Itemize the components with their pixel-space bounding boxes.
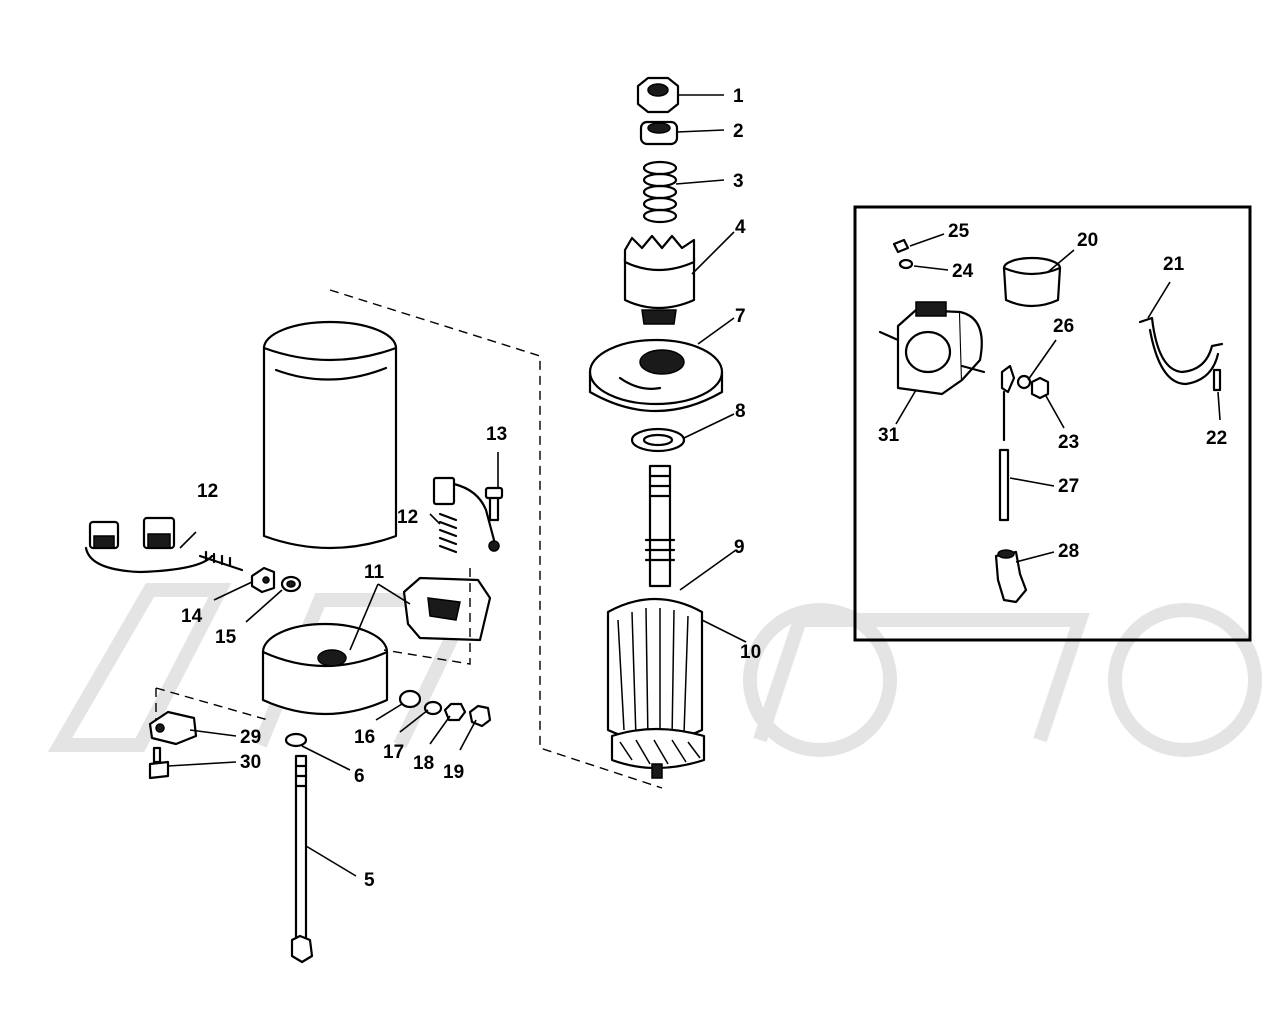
callout-11: 11 [364,562,385,583]
callout-1: 1 [733,86,744,107]
assembly-line-bolt [155,687,269,721]
callout-27: 27 [1058,476,1079,497]
callout-25: 25 [948,221,970,242]
washer-part-8 [630,427,686,453]
armature-part-9-10 [606,464,706,779]
callout-30: 30 [240,752,261,773]
boot-part-28 [994,549,1028,604]
callout-12-left: 12 [197,481,218,502]
callout-26: 26 [1053,316,1074,337]
pinion-drive-part-4 [623,234,696,325]
callout-17: 17 [383,742,404,763]
solenoid-inset-frame [853,205,1252,642]
callout-2: 2 [733,121,744,142]
callout-7: 7 [735,306,746,327]
callout-10: 10 [740,642,761,663]
terminal-block-part-14 [250,566,276,594]
assembly-line-left [329,289,663,789]
nut-part-23 [1030,376,1050,400]
screw-part-22 [1212,368,1222,392]
callout-31: 31 [878,425,900,446]
callout-12-right: 12 [397,507,418,528]
callout-3: 3 [733,171,744,192]
callout-19: 19 [443,762,464,783]
spring-part-3 [642,160,678,224]
callout-4: 4 [735,217,746,238]
brush-set-part-12-left [84,516,244,574]
callout-15: 15 [215,627,237,648]
nut-part-25 [892,238,910,254]
screw-part-13 [484,486,504,552]
assembly-line-brush [383,370,471,665]
callout-9: 9 [734,537,745,558]
washer-part-15 [280,575,302,593]
leader-lines [167,94,1221,877]
callout-18: 18 [413,753,434,774]
end-cap-part-11 [261,622,389,716]
solenoid-part-31 [878,301,986,396]
callout-8: 8 [735,401,746,422]
screw-part-30 [148,746,170,780]
callout-28: 28 [1058,541,1079,562]
brush-part-12-right [432,476,496,554]
terminal-part-26 [1000,364,1032,394]
callout-5: 5 [364,870,375,891]
bracket-part-21 [1138,316,1224,386]
clamp-part-29 [148,710,198,746]
callout-23: 23 [1058,432,1079,453]
callout-16: 16 [354,727,375,748]
through-bolt-part-5 [290,754,314,964]
nut-part-1 [636,76,680,114]
washer-part-6 [284,732,308,748]
end-plate-part-7 [588,338,724,412]
callout-22: 22 [1206,428,1227,449]
callout-6: 6 [354,766,365,787]
callout-29: 29 [240,727,261,748]
callout-24: 24 [952,261,974,282]
callout-14: 14 [181,606,203,627]
washer-part-24 [898,258,914,270]
cable-part-27 [998,390,1010,522]
callout-21: 21 [1163,254,1185,275]
spacer-part-2 [639,120,679,146]
callout-20: 20 [1077,230,1098,251]
callout-13: 13 [486,424,507,445]
frame-housing [262,320,398,550]
brush-holder-part-11 [402,576,492,642]
ring-part-20 [1002,256,1062,308]
